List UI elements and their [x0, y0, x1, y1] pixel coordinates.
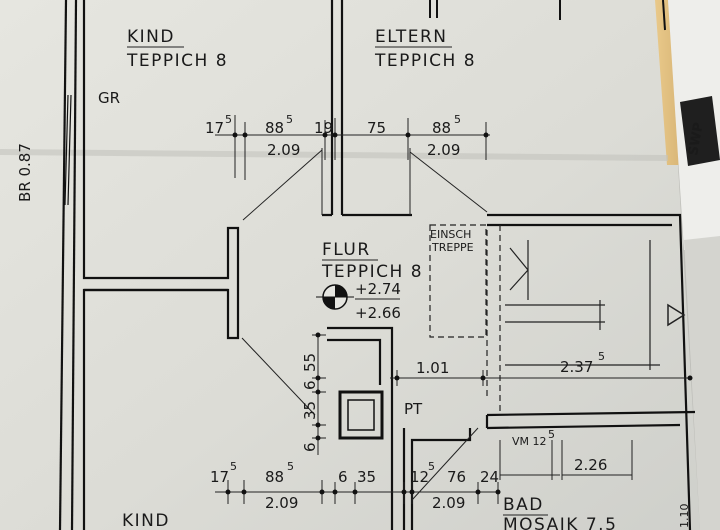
dim-bottom-width-2: 2.09 — [432, 494, 465, 512]
chimney-inner — [347, 399, 375, 431]
dim-top-1: 17 — [205, 119, 224, 137]
room-floor-eltern: TEPPICH 8 — [374, 51, 476, 71]
room-name-bad: BAD — [503, 495, 544, 515]
dim-bottom-2-sup: 5 — [287, 460, 294, 473]
chimney-outer — [338, 390, 384, 440]
dim-top-1-sup: 5 — [225, 113, 232, 126]
stair-lines — [505, 300, 605, 330]
room-name-flur: FLUR — [322, 240, 371, 260]
room-name-eltern: ELTERN — [375, 27, 448, 47]
right-room-bottom-inner — [486, 423, 681, 430]
door-eltern-swing — [409, 151, 488, 213]
swp-badge: SWP — [680, 96, 720, 166]
partition-wall-top — [330, 0, 344, 215]
door-swings — [241, 148, 488, 501]
room-name-kind-top: KIND — [127, 27, 175, 47]
dim-stair: 1.01 — [416, 359, 449, 377]
dim-top-width-2: 2.09 — [427, 141, 460, 159]
stair-arrow — [509, 240, 529, 300]
shaft-walls — [327, 326, 394, 530]
dim-bottom-5: 12 — [410, 468, 429, 486]
label-vm-sup: 5 — [548, 428, 555, 441]
flur-level-1: +2.74 — [355, 280, 401, 298]
door-bad-swing — [411, 427, 479, 501]
dim-top-width-1: 2.09 — [267, 141, 300, 159]
room-floor-kind-top: TEPPICH 8 — [126, 51, 228, 71]
dim-right: 2.37 — [560, 358, 593, 376]
left-wall-outer — [58, 0, 68, 530]
wall-ticks-top — [429, 0, 666, 31]
dim-bottom-2: 88 — [265, 468, 284, 486]
walls — [58, 0, 696, 530]
left-window — [64, 94, 72, 206]
room-floor-flur: TEPPICH 8 — [321, 262, 423, 282]
flur-level-2: +2.66 — [355, 304, 401, 322]
dim-right-edge: 1.10 — [678, 504, 691, 529]
right-room-symbols — [505, 240, 686, 370]
page-edge — [655, 0, 680, 165]
dim-bottom-1: 17 — [210, 468, 229, 486]
dim-bottom-4: 35 — [357, 468, 376, 486]
dim-vertical-4: 6 — [301, 442, 319, 452]
dim-vertical-3: 35 — [301, 401, 319, 420]
dim-top-5: 88 — [432, 119, 451, 137]
label-einsch: EINSCH — [430, 228, 471, 241]
right-arrow-marker — [667, 303, 686, 327]
swp-badge-text: SWP — [686, 121, 707, 156]
room-name-kind-bottom: KIND — [122, 511, 170, 530]
label-gr: GR — [98, 89, 120, 107]
dim-bottom-7: 24 — [480, 468, 499, 486]
door-jambs — [321, 148, 411, 215]
dimension-dots — [225, 132, 693, 495]
dim-bottom-width-1: 2.09 — [265, 494, 298, 512]
label-vm: VM 12 — [512, 435, 547, 448]
room-floor-bad: MOSAIK 7.5 — [503, 515, 617, 530]
dim-vertical-2: 6 — [301, 380, 319, 390]
dim-bottom-3: 6 — [338, 468, 348, 486]
dim-bottom-5-sup: 5 — [428, 460, 435, 473]
label-pt: PT — [404, 400, 423, 418]
dim-top-2: 88 — [265, 119, 284, 137]
dim-ticks-bath — [499, 440, 633, 480]
stair-outline — [429, 224, 501, 412]
room-lines — [505, 240, 660, 370]
dim-top-5-sup: 5 — [454, 113, 461, 126]
paper-sheet — [0, 0, 700, 530]
dim-bottom-1-sup: 5 — [230, 460, 237, 473]
level-mark — [316, 284, 354, 310]
bad-top-wall — [487, 213, 692, 530]
dim-bottom-6: 76 — [447, 468, 466, 486]
door-kind-bottom-swing — [241, 337, 316, 416]
label-br: BR 0.87 — [16, 143, 34, 202]
label-treppe: TREPPE — [431, 241, 474, 254]
dim-top-4: 75 — [367, 119, 386, 137]
dim-bath: 2.26 — [574, 456, 607, 474]
lower-right-sheet — [684, 236, 720, 530]
dim-top-2-sup: 5 — [286, 113, 293, 126]
dim-top-3: 19 — [314, 119, 333, 137]
dim-vertical-1: 55 — [301, 353, 319, 372]
door-kind-swing — [242, 149, 323, 221]
right-room-bottom-wall — [486, 410, 696, 417]
dim-right-sup: 5 — [598, 350, 605, 363]
fold-shadow — [0, 149, 669, 161]
dim-ticks-top — [234, 115, 487, 180]
left-wall-inner — [70, 0, 78, 530]
